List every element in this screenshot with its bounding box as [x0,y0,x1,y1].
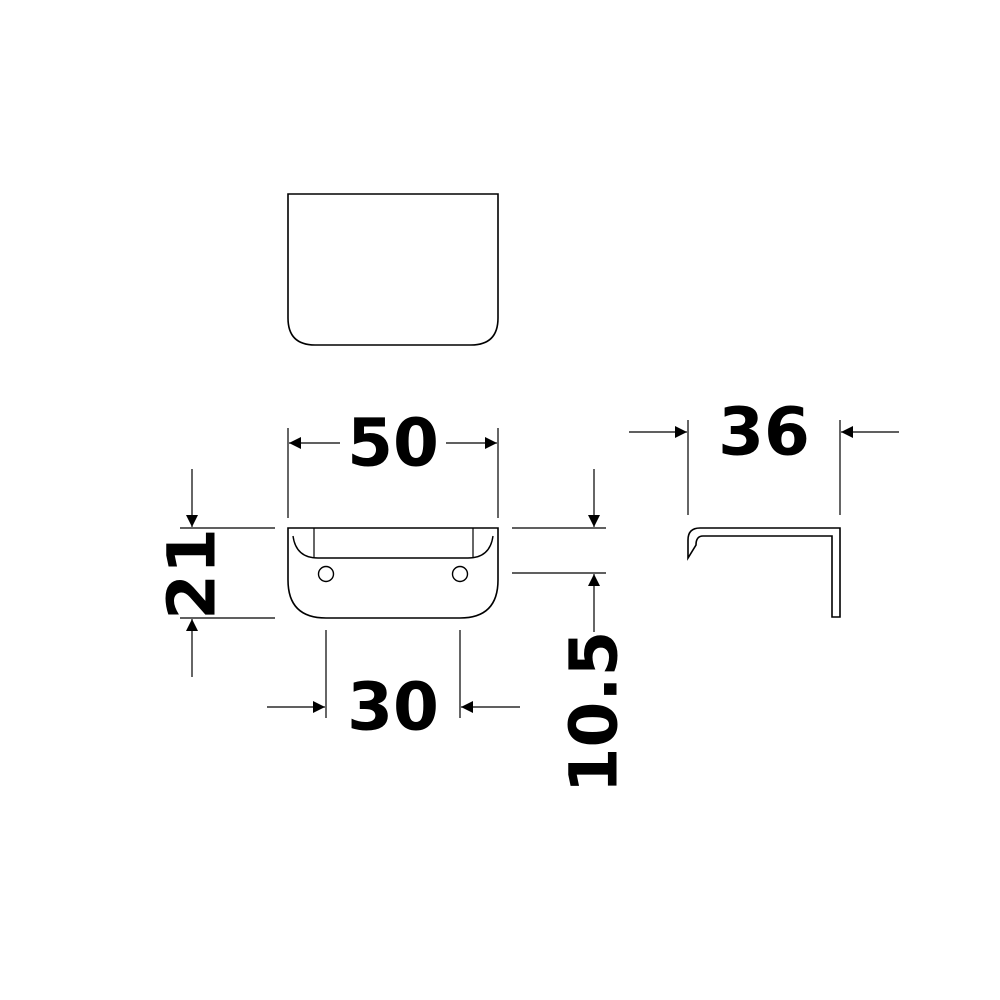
front-view-recess [292,535,494,559]
dimension-height: 21 [154,469,275,677]
dimension-label-width: 50 [347,405,439,482]
top-view-outline [287,193,499,346]
dimension-label-lip-height: 10.5 [556,631,633,794]
dimension-lip-height: 10.5 [512,469,633,793]
dimension-label-hole-centres: 30 [347,669,439,746]
dimension-label-height: 21 [154,528,231,620]
dimension-depth: 36 [629,394,899,515]
dimension-label-depth: 36 [718,394,810,471]
side-view-profile [687,527,841,618]
front-view [287,527,499,619]
dimension-width: 50 [287,405,499,518]
fixing-hole-right [451,565,469,583]
front-view-outline [287,527,499,619]
fixing-hole-left [317,565,335,583]
dimension-hole-centres: 30 [267,630,520,746]
